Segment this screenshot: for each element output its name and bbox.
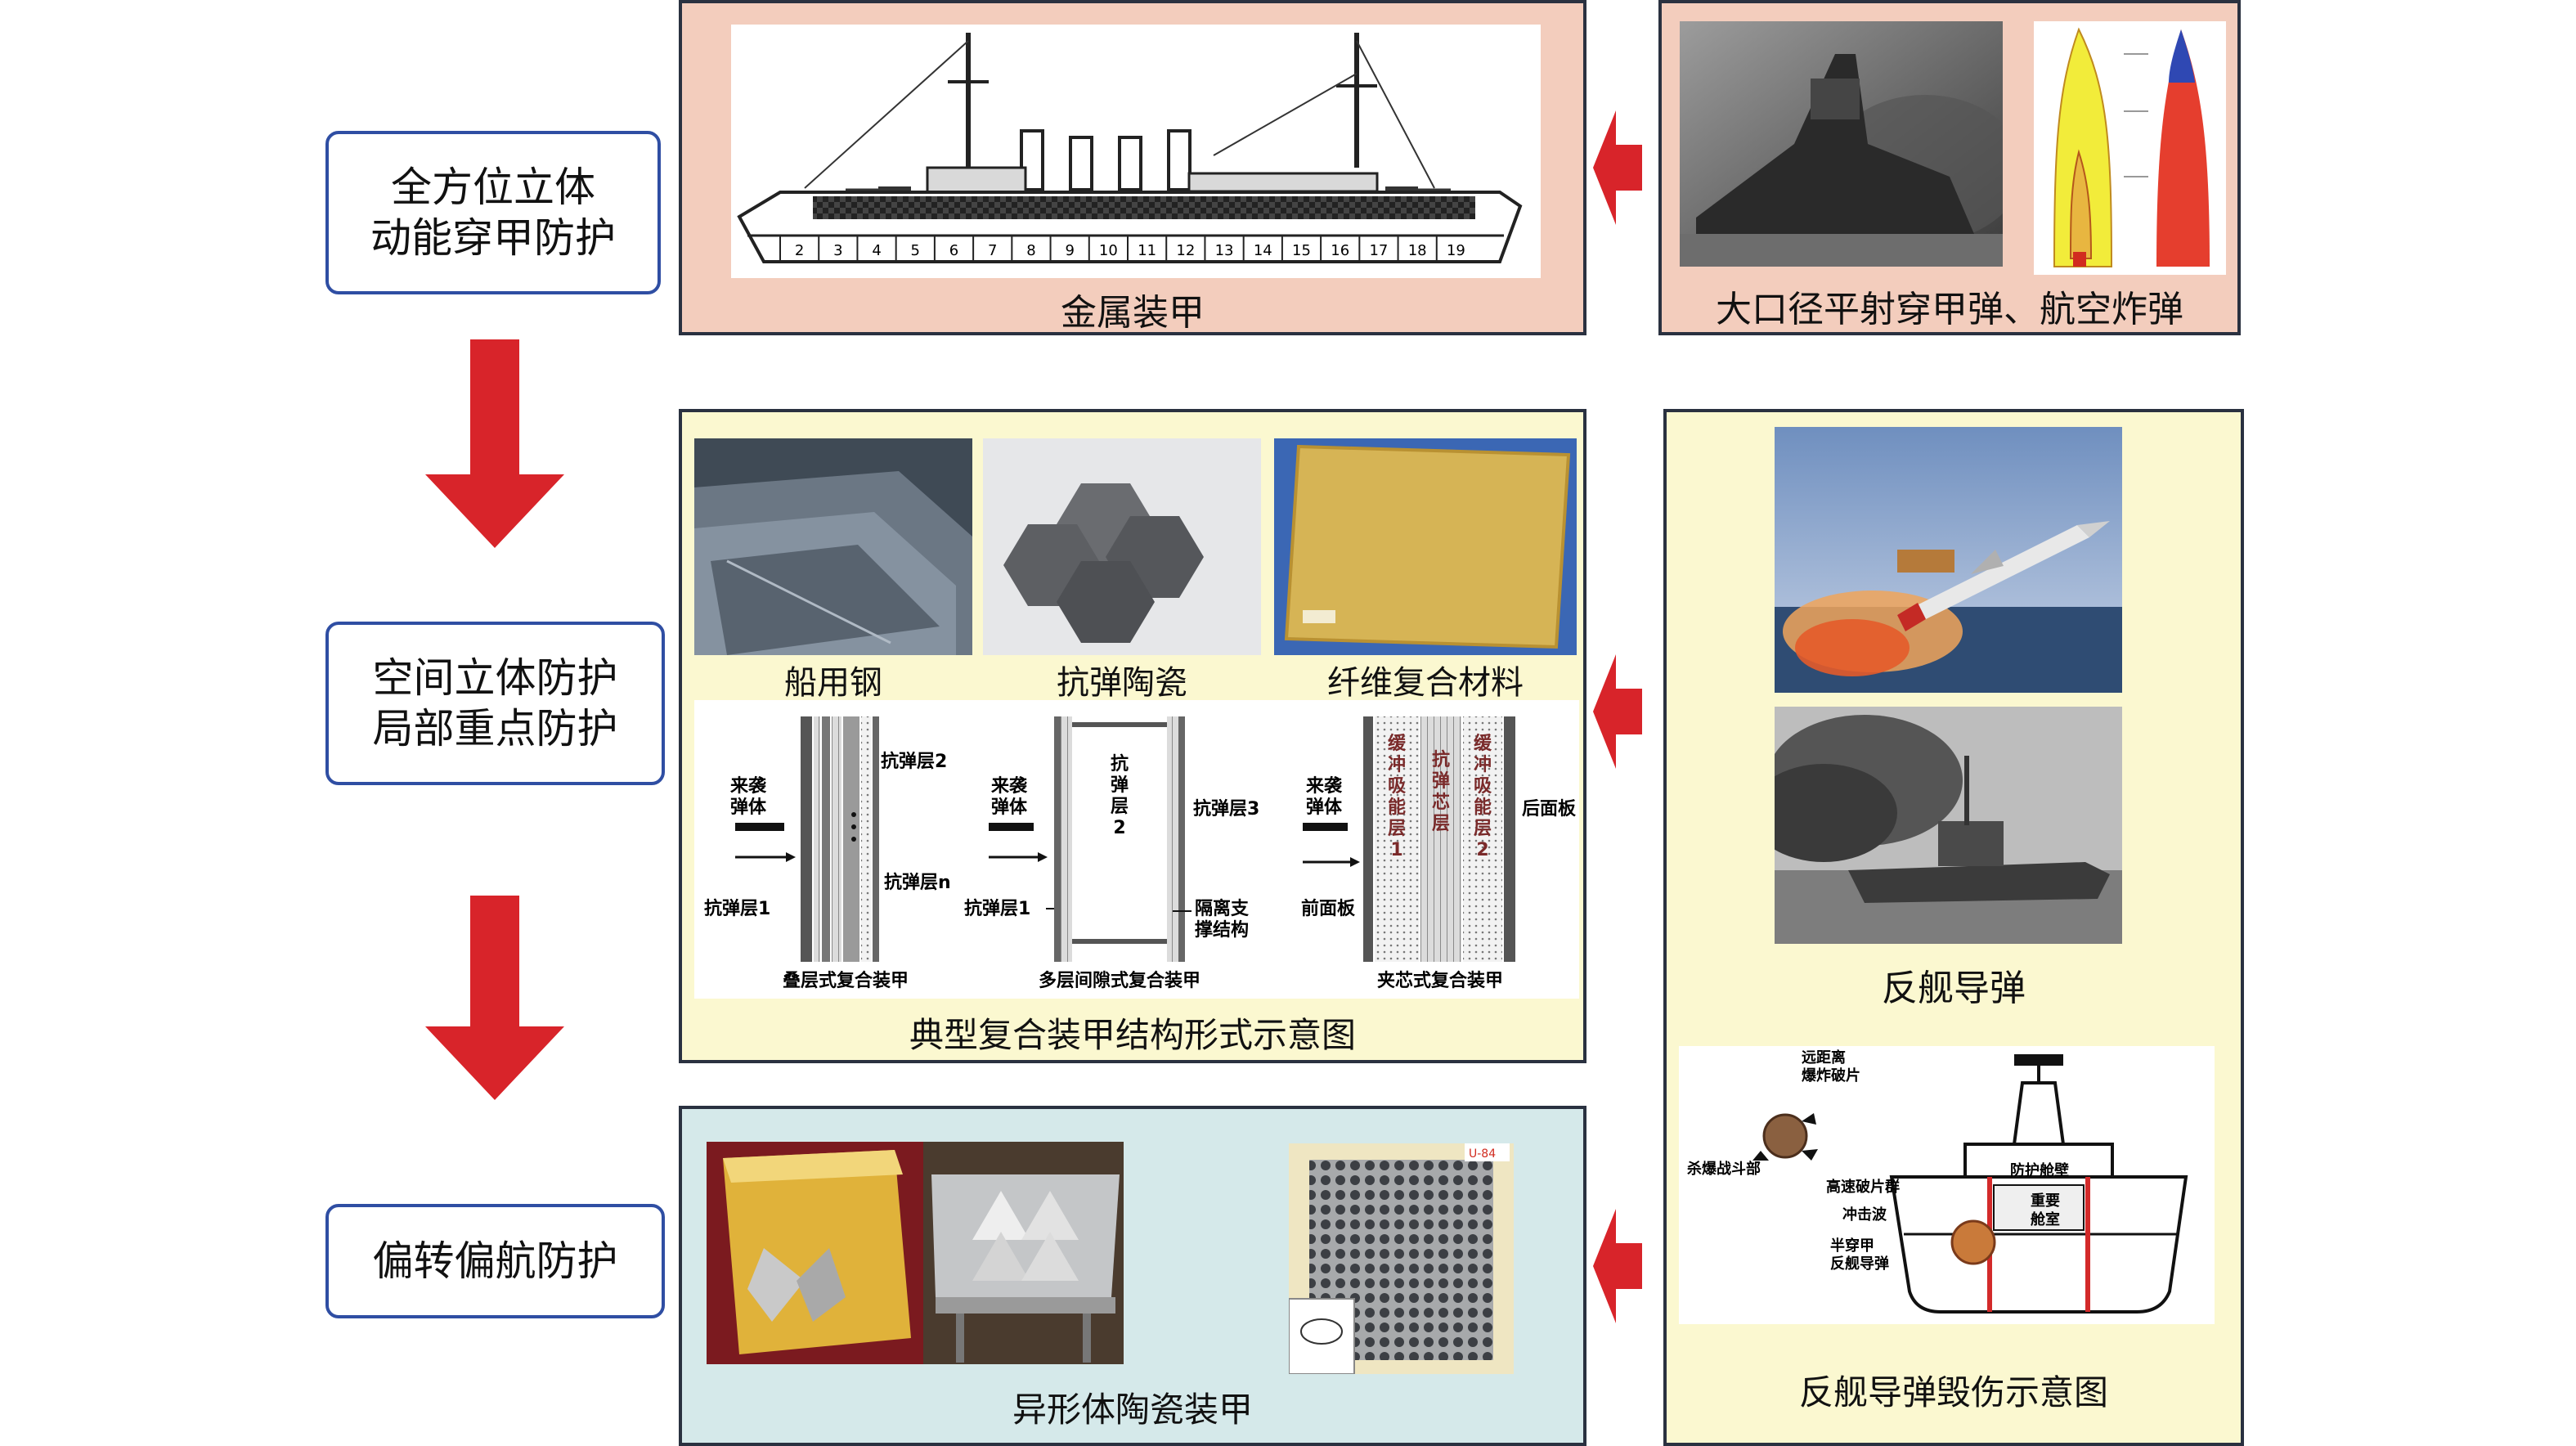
stage-label-line: 动能穿甲防护 (370, 214, 616, 262)
svg-text:弹体: 弹体 (991, 797, 1028, 818)
flow-arrow-left (1593, 1209, 1642, 1323)
stage-label-spatial: 空间立体防护 局部重点防护 (325, 622, 665, 785)
svg-text:爆炸破片: 爆炸破片 (1802, 1067, 1860, 1084)
support-label: 隔离支 (1195, 898, 1250, 919)
ship-compartment-number: 2 (795, 242, 804, 259)
shockwave-label: 冲击波 (1842, 1206, 1887, 1224)
material-label: 船用钢 (784, 664, 882, 702)
caption-metal-armor: 金属装甲 (1061, 292, 1205, 334)
stage-label-kinetic: 全方位立体 动能穿甲防护 (325, 131, 661, 294)
ship-compartment-number: 3 (833, 242, 842, 259)
stage-label-line: 局部重点防护 (372, 705, 618, 752)
ship-compartment-number: 8 (1026, 242, 1035, 259)
ship-compartment-number: 9 (1065, 242, 1074, 259)
semi-ap-missile-label: 半穿甲 (1830, 1237, 1874, 1255)
missile-launch-photo (1775, 427, 2122, 693)
scheme-title: 多层间隙式复合装甲 (1039, 970, 1200, 991)
caption-missile-damage: 反舰导弹毁伤示意图 (1798, 1372, 2108, 1412)
layer-label: 抗弹层n (884, 872, 951, 893)
ship-compartment-number: 14 (1254, 242, 1272, 259)
scheme-laminated: 来袭 弹体 抗弹层2 抗弹层n 抗弹层1 叠层式复合装甲 (704, 716, 951, 991)
panel-anti-ship-missile: 反舰导弹 远距离 爆炸破片 杀爆战斗部 高速破片群 防护舱壁 冲击波 半穿甲 反… (1663, 409, 2244, 1446)
panel-metal-armor: 2 3 4 5 6 7 8 9 10 11 12 13 14 15 16 17 18 19 金属装甲 (679, 0, 1586, 335)
incoming-projectile-label: 来袭 (729, 776, 767, 797)
ship-compartment-number: 18 (1408, 242, 1427, 259)
layer-label: 抗弹层1 (964, 898, 1030, 919)
stage-label-line: 偏转偏航防护 (372, 1237, 618, 1285)
svg-text:弹体: 弹体 (1306, 797, 1343, 818)
ship-compartment-number: 4 (872, 242, 881, 259)
caption-shaped-ceramic: 异形体陶瓷装甲 (1012, 1390, 1253, 1430)
fiber-composite-photo (1274, 438, 1577, 655)
svg-text:反舰导弹: 反舰导弹 (1830, 1255, 1889, 1273)
scheme-title: 叠层式复合装甲 (783, 970, 909, 991)
ship-compartment-number: 5 (911, 242, 920, 259)
ship-compartment-number: 12 (1176, 242, 1195, 259)
svg-text:抗弹芯层: 抗弹芯层 (1432, 749, 1450, 834)
battleship-drawing: 2 3 4 5 6 7 8 9 10 11 12 13 14 15 16 17 18 19 (731, 25, 1541, 278)
pyramid-ceramic-photo (923, 1142, 1124, 1364)
ship-compartment-number: 10 (1099, 242, 1118, 259)
flow-arrow-down (425, 339, 564, 548)
caption-composite-structures: 典型复合装甲结构形式示意图 (909, 1015, 1356, 1055)
panel-shaped-ceramic-armor: U-84 异形体陶瓷装甲 (679, 1106, 1586, 1446)
flow-arrow-down (425, 896, 564, 1100)
caption-anti-ship-missile: 反舰导弹 (1882, 968, 2026, 1009)
marine-steel-photo (694, 438, 972, 655)
incoming-projectile-label: 来袭 (1305, 776, 1343, 797)
shell-cross-section-drawing (2034, 21, 2226, 275)
ship-compartment-numbers: 2 3 4 5 6 7 8 9 10 11 12 13 14 15 16 17 18 19 (779, 236, 1465, 262)
cellular-ceramic-photo: U-84 (1289, 1143, 1514, 1374)
ship-compartment-number: 19 (1447, 242, 1465, 259)
svg-text:舱室: 舱室 (2031, 1210, 2060, 1228)
ship-compartment-number: 13 (1215, 242, 1234, 259)
incoming-projectile-label: 来袭 (990, 776, 1028, 797)
svg-text:撑结构: 撑结构 (1195, 919, 1249, 941)
panel-composite-armor: 船用钢 抗弹陶瓷 纤维复合材料 (679, 409, 1586, 1063)
ship-compartment-number: 16 (1331, 242, 1349, 259)
fragments-label: 远距离 (1802, 1049, 1846, 1067)
front-panel-label: 前面板 (1301, 898, 1356, 919)
back-panel-label: 后面板 (1522, 799, 1577, 820)
scheme-title: 夹芯式复合装甲 (1377, 970, 1503, 991)
flow-arrow-left (1593, 654, 1642, 769)
layer-label: 抗弹层2 (881, 751, 947, 772)
material-label: 抗弹陶瓷 (1057, 664, 1187, 702)
caption-threat-shells: 大口径平射穿甲弹、航空炸弹 (1716, 289, 2183, 330)
damaged-warship-photo (1775, 707, 2122, 944)
svg-text:弹体: 弹体 (730, 797, 767, 818)
warship-firing-photo (1680, 21, 2003, 267)
layer-label: 抗弹层3 (1193, 798, 1259, 820)
bulkhead-label: 防护舱壁 (2010, 1161, 2069, 1179)
core-layer-label: 抗弹芯层 (1432, 749, 1450, 834)
high-velocity-fragments-label: 高速破片群 (1826, 1178, 1900, 1196)
ship-compartment-number: 15 (1292, 242, 1311, 259)
ship-compartment-number: 11 (1138, 242, 1156, 259)
missile-damage-schematic: 远距离 爆炸破片 杀爆战斗部 高速破片群 防护舱壁 冲击波 半穿甲 反舰导弹 重… (1679, 1046, 2215, 1324)
layer-label: 抗弹层1 (704, 898, 770, 919)
stage-label-line: 空间立体防护 (372, 654, 618, 702)
ship-compartment-number: 7 (988, 242, 997, 259)
warhead-label: 杀爆战斗部 (1687, 1160, 1761, 1178)
material-label: 纤维复合材料 (1327, 664, 1524, 702)
flow-arrow-left (1593, 110, 1642, 225)
stage-label-deflection: 偏转偏航防护 (325, 1204, 665, 1318)
ship-compartment-number: 6 (949, 242, 958, 259)
sample-tag: U-84 (1469, 1147, 1496, 1161)
ship-compartment-number: 17 (1369, 242, 1388, 259)
important-compartment-label: 重要 (2031, 1192, 2060, 1210)
panel-threat-shells: 大口径平射穿甲弹、航空炸弹 (1658, 0, 2241, 335)
stage-label-line: 全方位立体 (391, 164, 595, 211)
ballistic-ceramic-photo (983, 438, 1261, 655)
ceramic-block-photo (707, 1142, 923, 1364)
